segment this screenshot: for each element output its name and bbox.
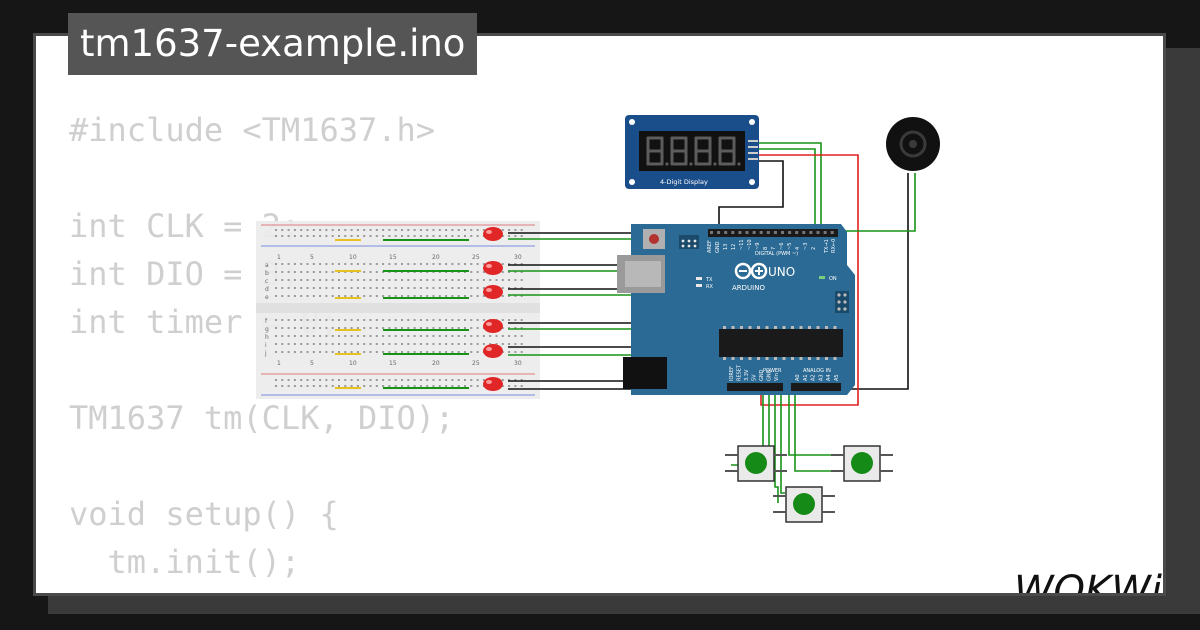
led-red bbox=[483, 344, 503, 358]
digital-pwm-label: DIGITAL (PWM ~) bbox=[755, 251, 798, 257]
power-pin-label: Vin bbox=[774, 373, 780, 381]
power-jack bbox=[623, 357, 667, 389]
analog-pin-label: A0 bbox=[795, 374, 801, 381]
microcontroller-chip bbox=[719, 329, 843, 357]
digital-pin-label: 2 bbox=[811, 247, 817, 250]
project-title[interactable]: tm1637-example.ino bbox=[68, 13, 478, 75]
analog-pin-label: A4 bbox=[826, 374, 832, 381]
column-number: 30 bbox=[514, 254, 522, 261]
breadboard-column-numbers: 1 5 10 15 20 25 30 1 5 10 15 20 25 30 bbox=[277, 254, 522, 367]
power-label: POWER bbox=[763, 368, 782, 374]
digital-pin-label: 8 bbox=[763, 247, 769, 250]
led-group bbox=[483, 227, 503, 391]
arduino-brand-label: ARDUINO bbox=[732, 284, 765, 292]
row-letter: i bbox=[265, 342, 267, 349]
tx-pin-label: TX→1 bbox=[824, 239, 830, 254]
code-line: tm.init(); bbox=[69, 543, 301, 581]
column-number: 15 bbox=[389, 254, 397, 261]
power-pin-label: GND bbox=[767, 369, 773, 381]
led-red bbox=[483, 227, 503, 241]
digital-pin-label: ~11 bbox=[739, 239, 745, 250]
power-pin-label: 5V bbox=[752, 374, 758, 381]
led-red bbox=[483, 261, 503, 275]
tx-label: TX bbox=[705, 277, 713, 283]
aref-label: AREF bbox=[707, 240, 713, 253]
wokwi-logo-text: WOKWi bbox=[1014, 568, 1162, 596]
row-letter: h bbox=[265, 334, 269, 341]
power-pin-label: 3.3V bbox=[744, 369, 750, 381]
digital-pin-label: 12 bbox=[731, 244, 737, 250]
push-button[interactable] bbox=[831, 445, 893, 482]
row-letter: a bbox=[265, 262, 269, 269]
push-button[interactable] bbox=[773, 486, 835, 523]
digital-pin-label: ~5 bbox=[787, 243, 793, 250]
column-number: 25 bbox=[472, 254, 480, 261]
column-number: 1 bbox=[277, 360, 281, 367]
buzzer bbox=[886, 117, 940, 171]
power-pin-label: IOREF bbox=[729, 366, 735, 381]
analog-pin-label: A2 bbox=[811, 374, 817, 381]
code-line: void setup() { bbox=[69, 495, 339, 533]
project-card: #include <TM1637.h>int CLK = 2;int DIO =… bbox=[33, 33, 1166, 596]
gnd-label: GND bbox=[715, 241, 721, 253]
column-number: 20 bbox=[432, 360, 440, 367]
reset-button[interactable] bbox=[649, 234, 659, 244]
led-red bbox=[483, 319, 503, 333]
breadboard-row-letters: a b c d e f g h i j bbox=[264, 262, 269, 357]
row-letter: j bbox=[264, 350, 267, 357]
row-letter: c bbox=[265, 278, 268, 285]
wokwi-logo: WOKWi bbox=[1014, 568, 1162, 596]
digital-pin-label: ~6 bbox=[779, 243, 785, 250]
breadboard: 1 5 10 15 20 25 30 1 5 10 15 20 25 30 a … bbox=[256, 221, 540, 399]
column-number: 1 bbox=[277, 254, 281, 261]
column-number: 25 bbox=[472, 360, 480, 367]
row-letter: d bbox=[265, 286, 269, 293]
row-letter: e bbox=[265, 294, 269, 301]
analog-pin-label: A5 bbox=[834, 374, 840, 381]
rx-label: RX bbox=[706, 284, 713, 290]
row-letter: f bbox=[265, 318, 268, 325]
digital-pin-label: 4 bbox=[795, 247, 801, 250]
digital-pin-label: 13 bbox=[723, 244, 729, 250]
power-pin-label: RESET bbox=[737, 364, 743, 381]
analog-pin-label: A1 bbox=[803, 374, 809, 381]
on-label: ON bbox=[829, 276, 837, 282]
analog-pin-label: A3 bbox=[818, 374, 824, 381]
column-number: 5 bbox=[310, 360, 314, 367]
arduino-infinity-logo bbox=[734, 262, 768, 280]
display-label: 4-Digit Display bbox=[660, 178, 708, 186]
digital-pin-label: ~10 bbox=[747, 239, 753, 250]
column-number: 10 bbox=[349, 360, 357, 367]
rx-pin-label: RX←0 bbox=[831, 239, 837, 253]
code-line: tm.set(2); bbox=[69, 586, 454, 593]
column-number: 10 bbox=[349, 254, 357, 261]
code-line: TM1637 tm(CLK, DIO); bbox=[69, 399, 455, 437]
analog-in-label: ANALOG IN bbox=[803, 368, 831, 374]
code-line: #include <TM1637.h> bbox=[69, 111, 436, 149]
circuit-diagram: 1 5 10 15 20 25 30 1 5 10 15 20 25 30 a … bbox=[256, 115, 940, 523]
push-button[interactable] bbox=[725, 445, 787, 482]
column-number: 5 bbox=[310, 254, 314, 261]
column-number: 30 bbox=[514, 360, 522, 367]
digital-pin-label: 7 bbox=[771, 247, 777, 250]
digital-pin-label: ~3 bbox=[803, 243, 809, 250]
led-red bbox=[483, 377, 503, 391]
tm1637-display-module: 4-Digit Display bbox=[625, 115, 759, 189]
uno-label: UNO bbox=[768, 265, 795, 279]
led-red bbox=[483, 285, 503, 299]
column-number: 20 bbox=[432, 254, 440, 261]
row-letter: g bbox=[265, 326, 269, 333]
power-pin-label: GND bbox=[759, 369, 765, 381]
row-letter: b bbox=[265, 270, 269, 277]
digital-pin-label: ~9 bbox=[755, 243, 761, 250]
column-number: 15 bbox=[389, 360, 397, 367]
